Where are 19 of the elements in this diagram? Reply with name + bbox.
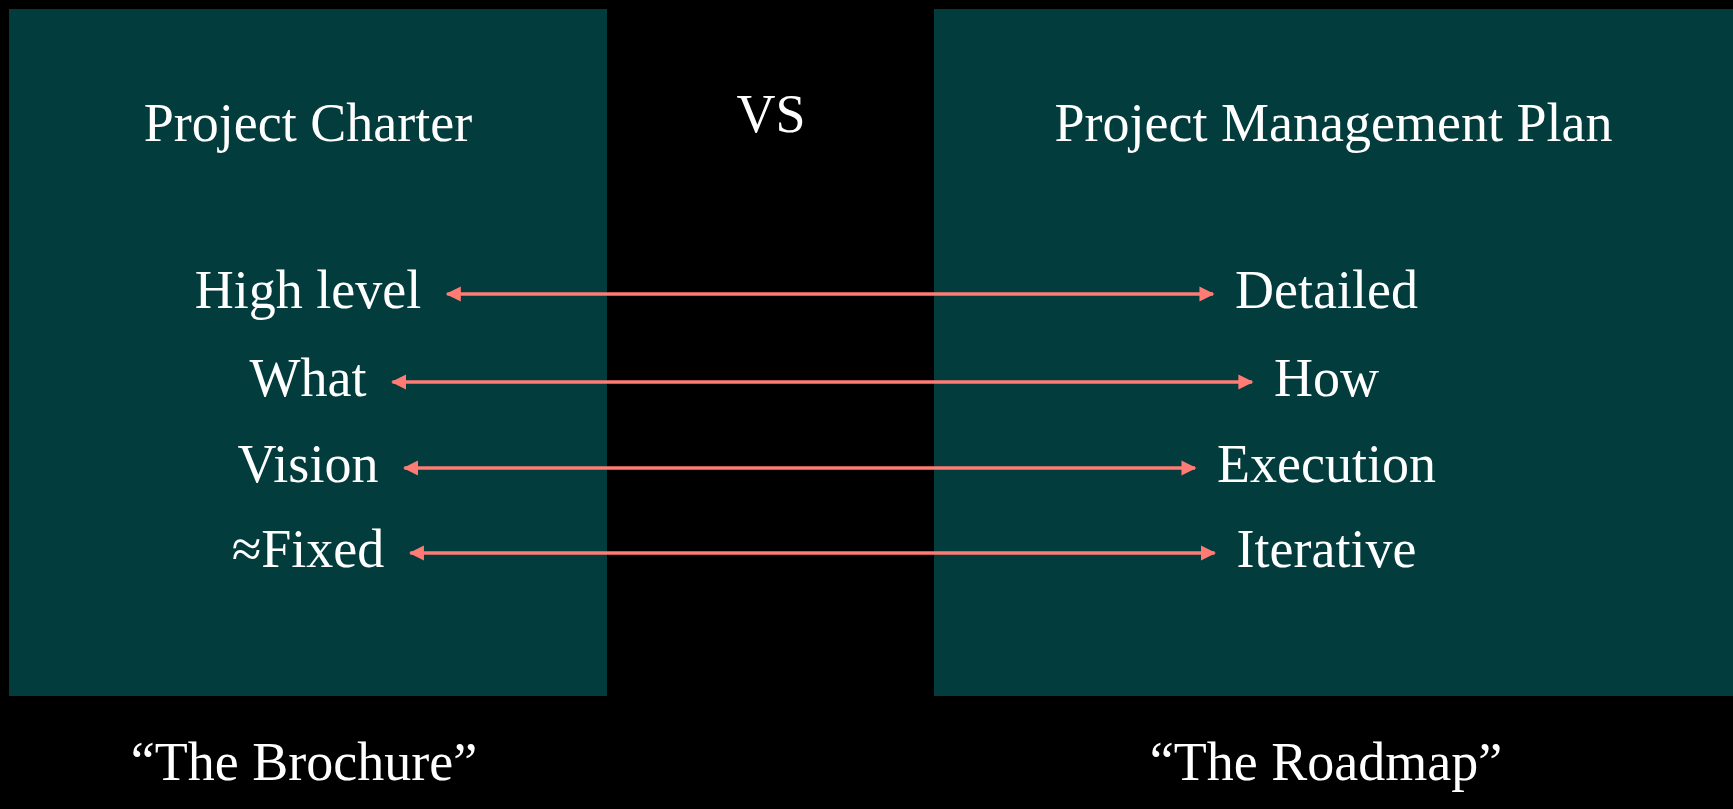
comparison-term: What <box>249 347 367 409</box>
panel-heading: Project Charter <box>143 92 473 154</box>
column-panel <box>934 9 1733 696</box>
double-arrow <box>390 374 1254 390</box>
comparison-term: ≈Fixed <box>231 518 385 580</box>
comparison-term: High level <box>194 259 422 321</box>
panel-caption: “The Roadmap” <box>1149 731 1503 793</box>
column-panel <box>9 9 607 696</box>
comparison-term: Execution <box>1217 433 1436 495</box>
double-arrow <box>445 286 1215 302</box>
panel-heading: Project Management Plan <box>1054 92 1613 154</box>
comparison-term: Iterative <box>1236 518 1417 580</box>
double-arrow <box>402 460 1197 476</box>
double-arrow <box>408 545 1217 561</box>
versus-label: VS <box>736 83 806 145</box>
panel-caption: “The Brochure” <box>130 731 478 793</box>
comparison-term: Detailed <box>1235 259 1418 321</box>
comparison-term: How <box>1274 347 1379 409</box>
comparison-term: Vision <box>237 433 379 495</box>
